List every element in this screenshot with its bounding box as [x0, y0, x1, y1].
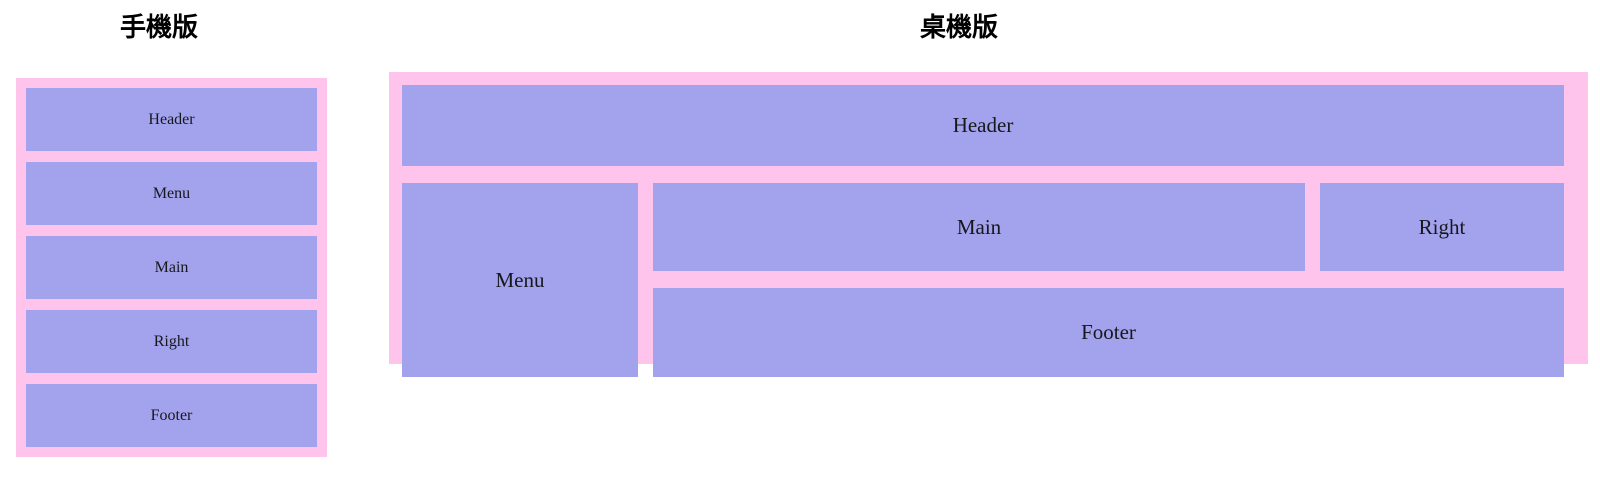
mobile-layout-container: Header Menu Main Right Footer: [16, 78, 327, 457]
desktop-region-menu: Menu: [402, 183, 638, 377]
mobile-region-header: Header: [26, 88, 317, 151]
mobile-region-main: Main: [26, 236, 317, 299]
mobile-layout-title: 手機版: [120, 13, 199, 43]
mobile-region-right: Right: [26, 310, 317, 373]
desktop-region-right: Right: [1320, 183, 1564, 271]
desktop-region-footer: Footer: [653, 288, 1564, 377]
mobile-region-footer: Footer: [26, 384, 317, 447]
mobile-region-menu: Menu: [26, 162, 317, 225]
desktop-region-header: Header: [402, 85, 1564, 166]
desktop-layout-container: Header Menu Main Right Footer: [389, 72, 1588, 377]
desktop-layout-title: 桌機版: [920, 13, 999, 43]
desktop-region-main: Main: [653, 183, 1305, 271]
